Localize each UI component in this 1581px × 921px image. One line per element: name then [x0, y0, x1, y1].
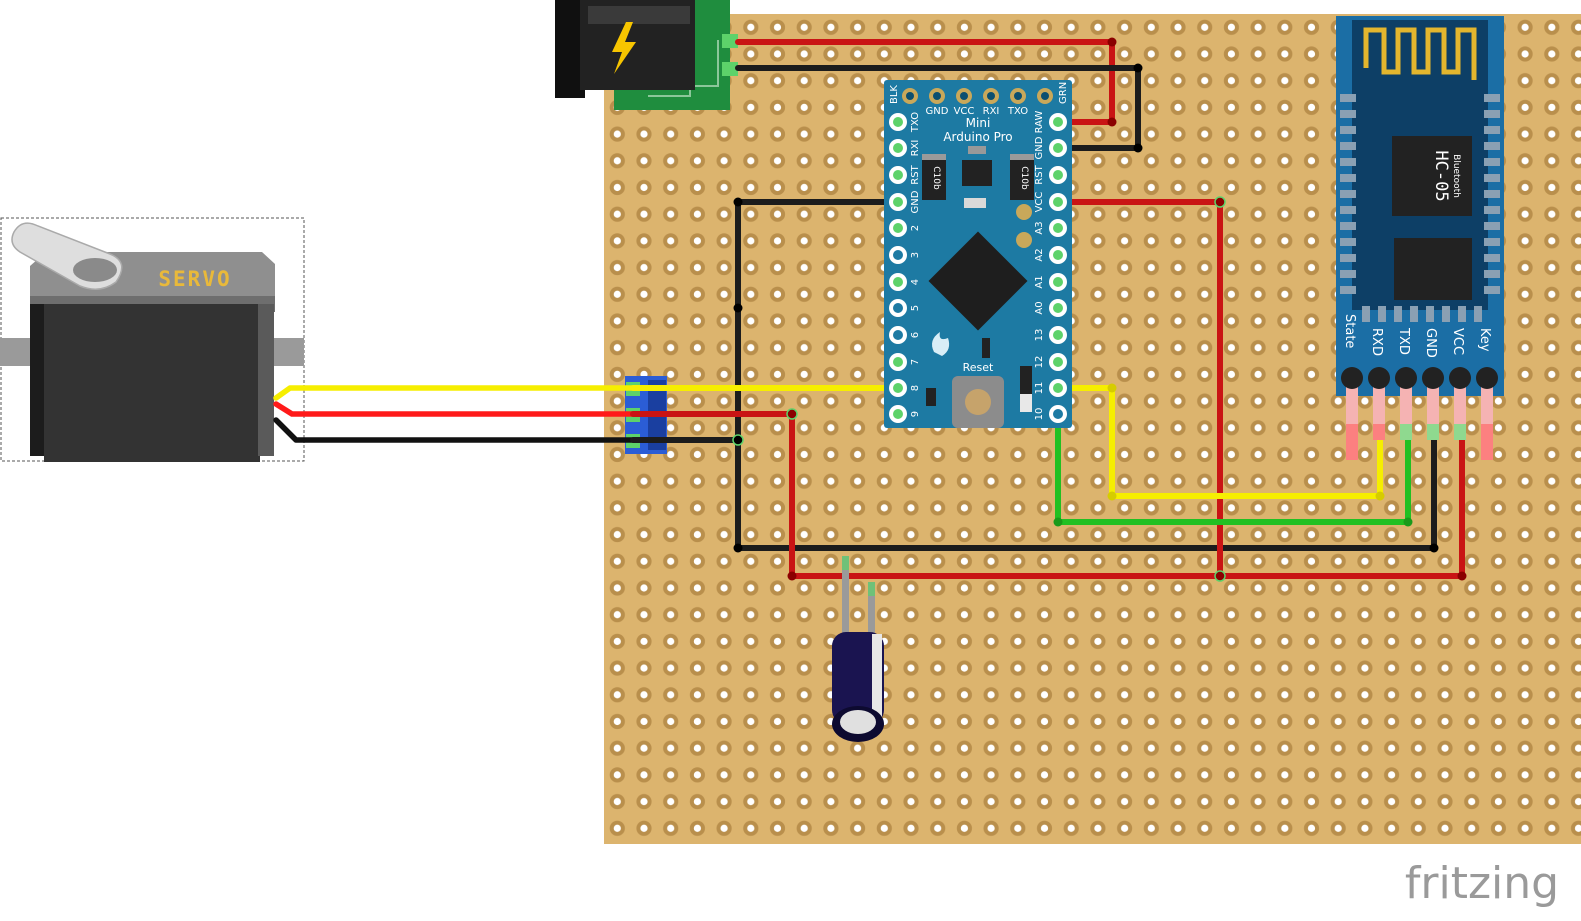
left-pin-label: RXI: [910, 140, 921, 157]
txd-wire: [1055, 411, 1411, 525]
jack-red-wire: [735, 39, 1115, 125]
capacitor-label: C10b: [1019, 166, 1029, 190]
left-pin-label: 5: [910, 305, 921, 311]
servo-motor: SERVO: [0, 217, 305, 462]
left-pin-label: 7: [910, 359, 921, 365]
jack-black-wire: [735, 65, 1141, 151]
lightning-bolt-icon: [612, 22, 636, 74]
electrolytic-capacitor: [832, 556, 884, 742]
right-pin-label: 12: [1034, 356, 1045, 369]
servo-horn-icon: [11, 222, 123, 290]
right-pin-label: A3: [1034, 221, 1045, 234]
right-pin-label: A0: [1034, 301, 1045, 314]
top-pin-label: GND: [926, 106, 949, 117]
arduino-title-line1: Mini: [966, 116, 991, 130]
right-pin-label: A2: [1034, 248, 1045, 261]
wires: [273, 39, 1465, 579]
servo-power-wire: [273, 401, 636, 417]
left-pin-label: 2: [910, 225, 921, 231]
bt-pin-label: RXD: [1369, 328, 1384, 356]
left-pin-label: 6: [910, 332, 921, 338]
module-side-pads: [1340, 94, 1500, 322]
bt-pin-label: GND: [1423, 328, 1438, 358]
bt-header-pins: [1341, 367, 1498, 460]
dc-power-jack: [555, 0, 738, 110]
arduino-title-line2: Arduino Pro: [943, 130, 1012, 144]
capacitor-label: C10b: [931, 166, 941, 190]
left-pin-label: 4: [910, 279, 921, 285]
top-pin-label: BLK: [889, 85, 900, 104]
arduino-pro-mini: BLK GND VCC RXI TXO GRN TXO RXI RST G: [884, 80, 1072, 428]
top-pin-label: VCC: [954, 106, 975, 117]
left-pin-label: TXO: [910, 112, 921, 133]
top-pin-label: GRN: [1058, 82, 1069, 104]
top-pin-label: TXO: [1007, 106, 1028, 117]
bluetooth-name: HC-05: [1431, 150, 1451, 201]
right-pin-label: 13: [1034, 329, 1045, 342]
left-pin-label: 9: [910, 411, 921, 417]
top-pin-label: RXI: [983, 106, 1000, 117]
arduino-right-pins: [1049, 113, 1067, 423]
reset-label: Reset: [963, 361, 994, 374]
right-pin-label: 10: [1034, 408, 1045, 421]
reset-button[interactable]: [952, 376, 1004, 428]
servo-ground-wire: [273, 417, 636, 443]
left-pin-label: 3: [910, 252, 921, 258]
right-pin-label: GND: [1034, 136, 1045, 159]
servo-signal-wire: [273, 385, 636, 401]
right-pin-label: RAW: [1034, 111, 1045, 134]
bluetooth-subtitle: Bluetooth: [1451, 154, 1461, 198]
bt-pin-label: TXD: [1396, 327, 1411, 355]
bt-pin-label: State: [1342, 314, 1357, 348]
left-pin-label: RST: [910, 164, 921, 184]
logo-flame-icon: [932, 332, 950, 356]
bt-pin-label: Key: [1477, 328, 1492, 352]
arduino-left-pins: [889, 113, 907, 423]
right-pin-label: A1: [1034, 275, 1045, 288]
right-pin-label: VCC: [1034, 192, 1045, 213]
right-pin-label: RST: [1034, 164, 1045, 184]
left-pin-label: 8: [910, 385, 921, 391]
antenna-icon: [1363, 27, 1477, 80]
arduino-top-pins: [902, 88, 1053, 104]
left-pin-label: GND: [910, 190, 921, 213]
right-pin-label: 11: [1034, 382, 1045, 395]
servo-label: SERVO: [158, 267, 231, 291]
wire-junctions: [732, 37, 1467, 582]
fritzing-logo: fritzing: [1405, 858, 1559, 909]
bt-pin-label: VCC: [1450, 328, 1465, 355]
hc05-bluetooth-module: HC-05 Bluetooth State RXD TXD GND VCC Ke…: [1336, 16, 1504, 460]
